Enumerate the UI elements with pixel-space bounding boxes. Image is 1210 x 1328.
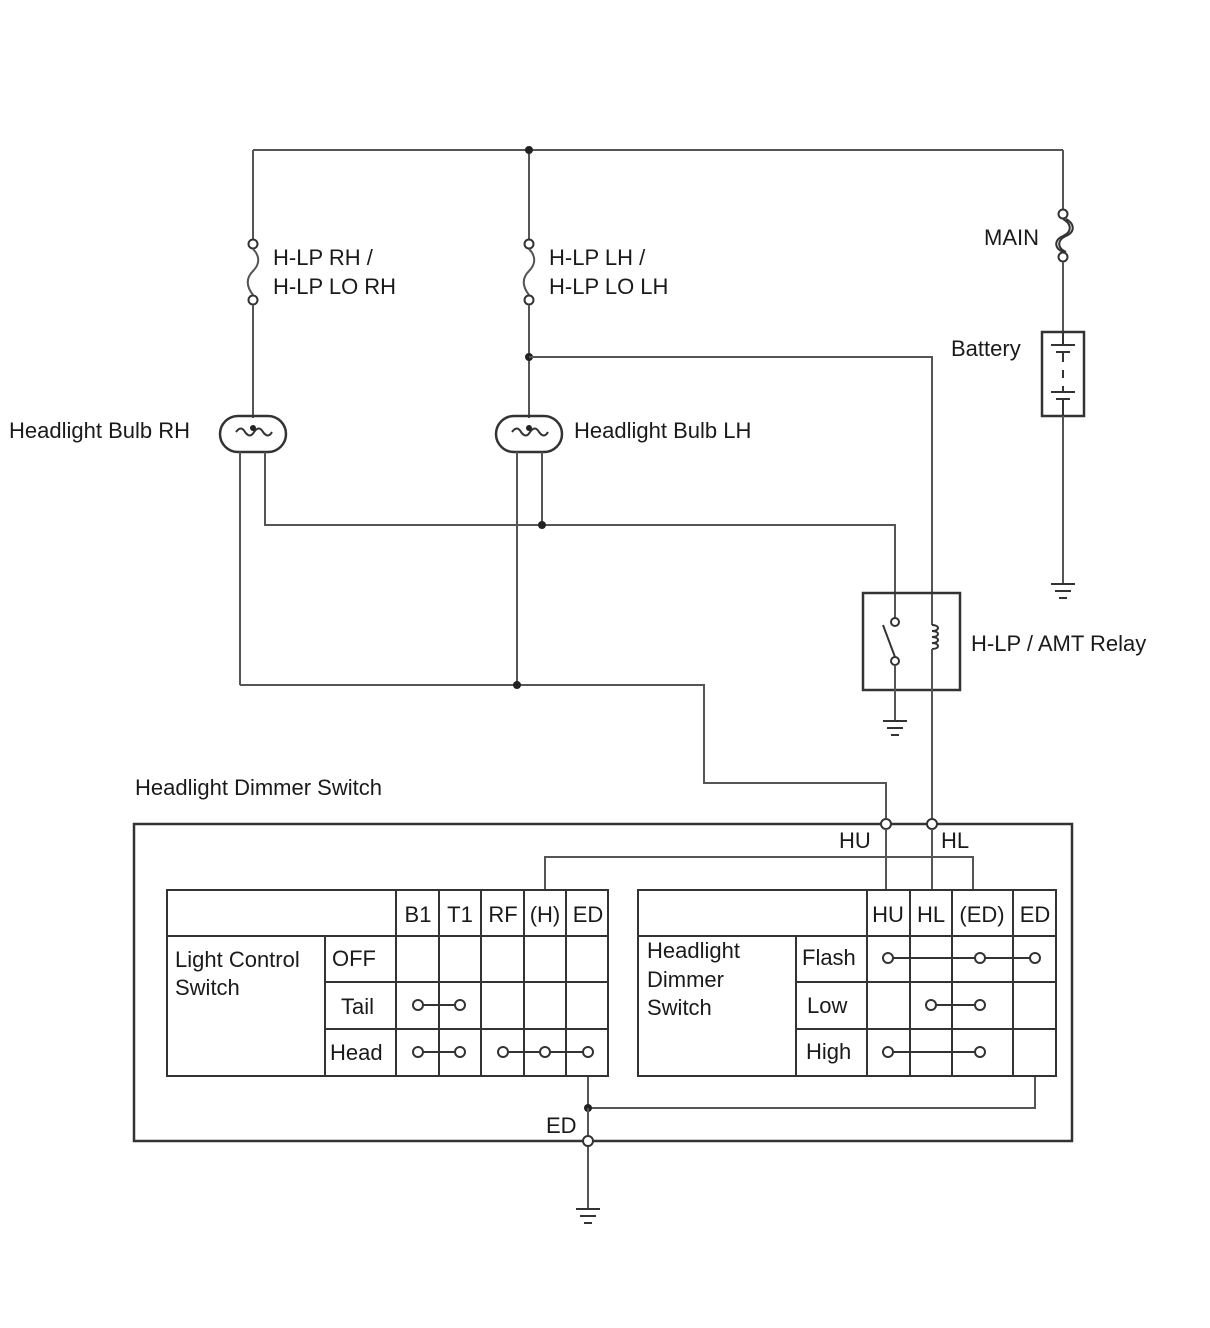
internal-wiring xyxy=(544,829,1036,1208)
headlight-bulb-lh-label: Headlight Bulb LH xyxy=(574,418,751,443)
fuse-lh-icon xyxy=(522,238,933,625)
fuse-rh-icon xyxy=(246,238,260,418)
lc-col-rf: RF xyxy=(488,902,517,927)
fuse-lh-label-2: H-LP LO LH xyxy=(549,274,668,299)
headlight-bulb-rh-label: Headlight Bulb RH xyxy=(9,418,190,443)
dimmer-switch-title: Headlight Dimmer Switch xyxy=(135,775,382,800)
supply-wiring xyxy=(252,146,1064,240)
lc-col-h: (H) xyxy=(530,902,561,927)
battery-icon xyxy=(1040,330,1086,583)
dim-col-hu: HU xyxy=(872,902,904,927)
dim-title-3: Switch xyxy=(647,995,712,1020)
headlight-bulb-lh-icon xyxy=(494,414,564,685)
dim-row-high: High xyxy=(806,1039,851,1064)
dimmer-table xyxy=(637,889,1057,1077)
terminal-ed-label: ED xyxy=(546,1113,577,1138)
dimmer-switch-housing xyxy=(132,822,1074,1143)
terminal-hl xyxy=(926,818,938,830)
main-fuse-label: MAIN xyxy=(984,225,1039,250)
lc-col-t1: T1 xyxy=(447,902,473,927)
lc-row-off: OFF xyxy=(332,946,376,971)
dim-col-hl: HL xyxy=(917,902,945,927)
fuse-rh-label-1: H-LP RH / xyxy=(273,245,374,270)
lc-title-1: Light Control xyxy=(175,947,300,972)
headlight-bulb-rh-icon xyxy=(218,414,896,685)
dim-title-1: Headlight xyxy=(647,938,740,963)
dim-col-ed: ED xyxy=(1020,902,1051,927)
lc-col-b1: B1 xyxy=(405,902,432,927)
ground-icon xyxy=(1051,583,1075,599)
dim-row-flash: Flash xyxy=(802,945,856,970)
ground-icon xyxy=(576,1208,600,1224)
fuse-rh-label-2: H-LP LO RH xyxy=(273,274,396,299)
main-fuse-icon xyxy=(1055,208,1074,332)
terminal-hl-label: HL xyxy=(941,828,969,853)
lc-row-tail: Tail xyxy=(341,994,374,1019)
ground-icon xyxy=(883,720,907,736)
relay-icon xyxy=(861,591,962,818)
hu-wire xyxy=(240,681,887,818)
terminal-hu-label: HU xyxy=(839,828,871,853)
fuse-lh-label-1: H-LP LH / xyxy=(549,245,646,270)
terminal-ed xyxy=(582,1135,594,1147)
terminal-hu xyxy=(880,818,892,830)
dim-row-low: Low xyxy=(807,993,847,1018)
lc-row-head: Head xyxy=(330,1040,383,1065)
dim-col-ed-paren: (ED) xyxy=(959,902,1004,927)
relay-label: H-LP / AMT Relay xyxy=(971,631,1146,656)
lc-title-2: Switch xyxy=(175,975,240,1000)
lc-col-ed: ED xyxy=(573,902,604,927)
battery-label: Battery xyxy=(951,336,1021,361)
dim-title-2: Dimmer xyxy=(647,967,724,992)
light-control-table xyxy=(166,889,609,1077)
